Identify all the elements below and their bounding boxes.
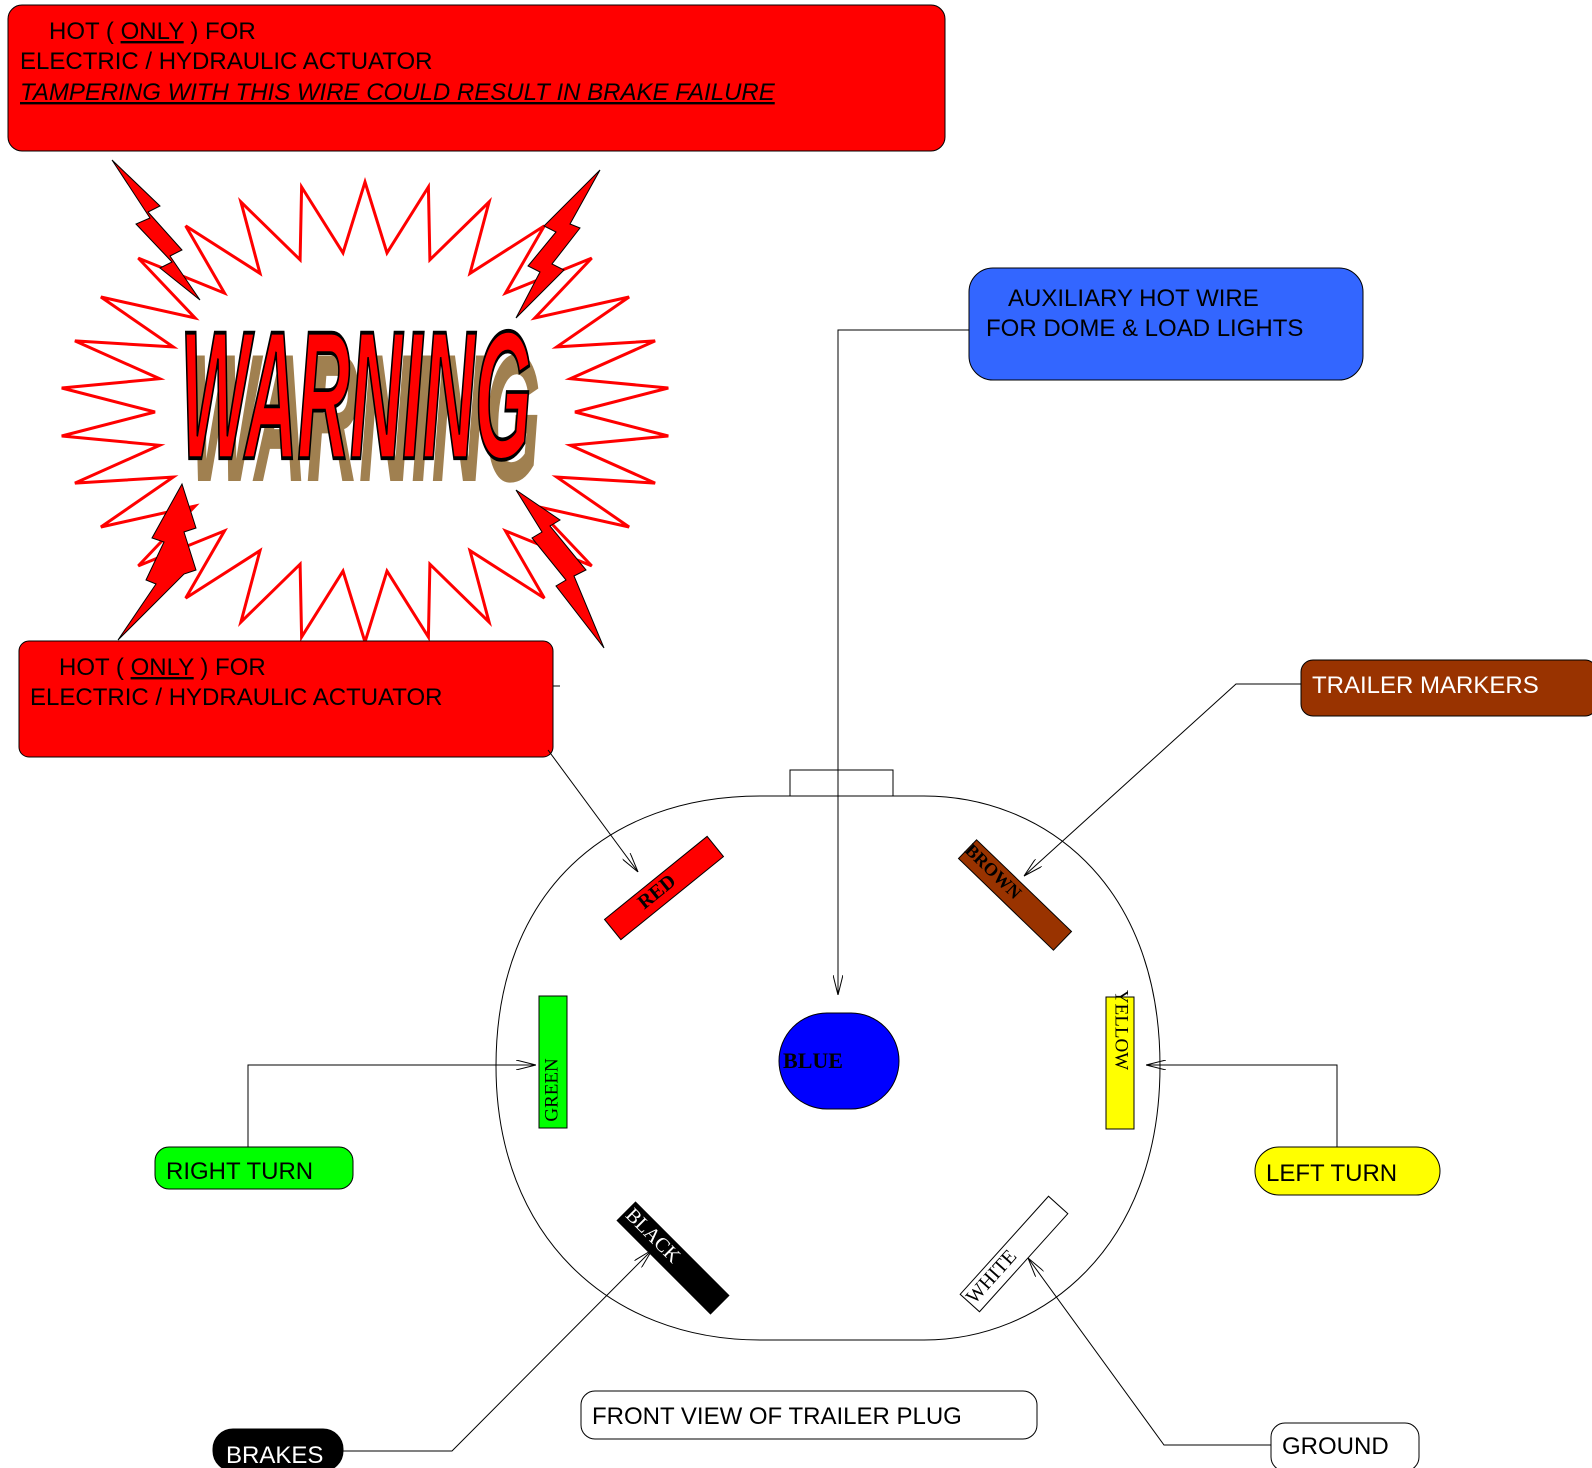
pin-brown: BROWN <box>957 839 1073 951</box>
aux-hot-wire-label: AUXILIARY HOT WIRE FOR DOME & LOAD LIGHT… <box>968 267 1364 381</box>
pin-yellow-label: YELLOW <box>1111 990 1132 1070</box>
pin-green: GREEN <box>538 995 568 1129</box>
brakes-label: BRAKES <box>212 1428 344 1468</box>
lightning-bolt-icon <box>515 489 605 649</box>
plug-body <box>495 795 1161 1341</box>
trailer-markers-label: TRAILER MARKERS <box>1300 659 1592 717</box>
warning-text-shadow: WARNING <box>189 317 540 520</box>
lightning-bolt-icon <box>111 159 201 301</box>
top-warning-box: HOT ( ONLY ) FOR ELECTRIC / HYDRAULIC AC… <box>7 4 946 152</box>
leader-brakes-to-black <box>343 1250 652 1452</box>
leader-ground-to-white <box>1028 1258 1271 1446</box>
brakes-text: BRAKES <box>226 1442 323 1468</box>
pin-blue-label: BLUE <box>783 1048 843 1073</box>
top-warning-line3: TAMPERING WITH THIS WIRE COULD RESULT IN… <box>20 79 776 106</box>
aux-label-line2: FOR DOME & LOAD LIGHTS <box>986 315 1303 342</box>
pin-white: WHITE <box>959 1195 1069 1313</box>
pin-green-label: GREEN <box>541 1058 562 1122</box>
red-pin-label-box: HOT ( ONLY ) FOR ELECTRIC / HYDRAULIC AC… <box>18 640 560 758</box>
pin-blue: BLUE <box>778 1012 900 1110</box>
left-turn-label: LEFT TURN <box>1254 1146 1441 1196</box>
pin-brown-label: BROWN <box>961 840 1025 903</box>
left-turn-text: LEFT TURN <box>1266 1160 1397 1187</box>
lightning-bolt-icon <box>117 482 197 641</box>
leader-right-turn-to-green <box>247 1065 536 1147</box>
top-warning-line1: HOT ( ONLY ) FOR <box>49 18 256 45</box>
red-pin-label-line2: ELECTRIC / HYDRAULIC ACTUATOR <box>30 684 443 711</box>
pin-black: BLACK <box>616 1201 730 1315</box>
top-warning-line2: ELECTRIC / HYDRAULIC ACTUATOR <box>20 48 433 75</box>
aux-label-line1: AUXILIARY HOT WIRE <box>1008 285 1259 312</box>
lightning-bolt-icon <box>515 169 601 319</box>
leader-markers-to-brown <box>1024 683 1301 876</box>
ground-label: GROUND <box>1270 1422 1420 1468</box>
diagram-caption: FRONT VIEW OF TRAILER PLUG <box>580 1390 1038 1440</box>
leader-aux-to-blue <box>838 329 969 995</box>
plug-outline <box>495 769 1161 1341</box>
pin-red: RED <box>603 835 725 941</box>
trailer-markers-text: TRAILER MARKERS <box>1312 672 1539 699</box>
caption-text: FRONT VIEW OF TRAILER PLUG <box>592 1403 962 1430</box>
leader-lines <box>247 329 1338 1452</box>
leader-left-turn-to-yellow <box>1146 1065 1338 1147</box>
right-turn-text: RIGHT TURN <box>166 1158 313 1185</box>
leader-red-label-to-red <box>547 749 638 872</box>
plug-key-notch <box>789 769 894 797</box>
pin-yellow: YELLOW <box>1105 990 1135 1130</box>
warning-text: WARNING <box>181 295 532 498</box>
pin-black-label: BLACK <box>621 1204 685 1268</box>
right-turn-label: RIGHT TURN <box>154 1146 354 1190</box>
warning-graphic: WARNING WARNING <box>61 159 669 649</box>
red-pin-label-line1: HOT ( ONLY ) FOR <box>59 654 266 681</box>
ground-text: GROUND <box>1282 1433 1389 1460</box>
